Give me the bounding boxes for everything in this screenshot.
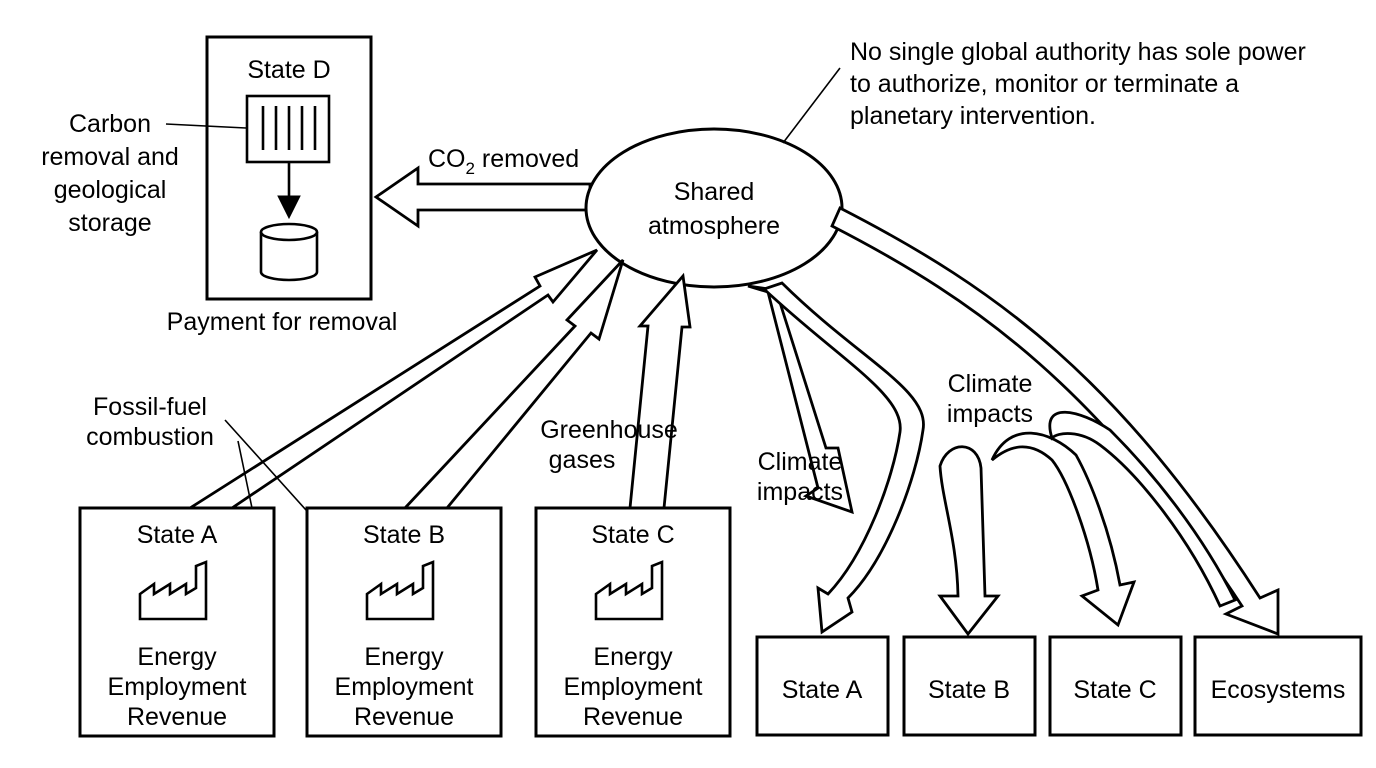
emitter-title: State A bbox=[137, 521, 218, 549]
emission-arrow-state-b bbox=[401, 259, 625, 510]
emitter-line: Revenue bbox=[583, 703, 683, 731]
climate-impacts-label-right: Climate impacts bbox=[947, 370, 1033, 428]
emission-arrow-state-a bbox=[185, 248, 599, 510]
greenhouse-gases-label: Greenhouse gases bbox=[540, 416, 678, 474]
impacts-right-line-2: impacts bbox=[947, 400, 1033, 428]
carbon-removal-label-line-2: removal and bbox=[41, 143, 179, 171]
carbon-removal-unit-icon bbox=[245, 94, 331, 164]
governance-leader-line bbox=[782, 67, 841, 144]
greenhouse-label-line-1: Greenhouse bbox=[540, 416, 678, 444]
fossil-fuel-label-line-1: Fossil-fuel bbox=[93, 393, 207, 421]
receiver-box-ecosystems: Ecosystems bbox=[1193, 635, 1363, 737]
receiver-label: State B bbox=[928, 676, 1010, 704]
receiver-label: Ecosystems bbox=[1211, 676, 1346, 704]
fossil-fuel-label-line-2: combustion bbox=[86, 423, 214, 451]
impact-arrow-ecosystems-loop bbox=[1048, 410, 1237, 608]
storage-cylinder-icon bbox=[259, 222, 319, 282]
state-d-box: State D bbox=[205, 35, 373, 301]
governance-note: No single global authority has sole powe… bbox=[850, 38, 1306, 130]
impact-arrow-short bbox=[747, 284, 854, 515]
emitter-title: State C bbox=[591, 521, 674, 549]
atmosphere-label-line-1: Shared bbox=[674, 178, 755, 206]
down-arrow-icon bbox=[277, 162, 301, 220]
co2-removed-arrow bbox=[373, 165, 592, 229]
co2-removed-subscript: 2 bbox=[466, 159, 475, 178]
atmosphere-label-line-2: atmosphere bbox=[648, 212, 780, 240]
impact-arrow-state-a bbox=[761, 281, 925, 635]
emitter-line: Revenue bbox=[127, 703, 227, 731]
state-d-title: State D bbox=[247, 56, 330, 84]
receiver-box-state-c: State C bbox=[1048, 635, 1183, 737]
fossil-fuel-label: Fossil-fuel combustion bbox=[86, 393, 214, 451]
carbon-removal-label-line-4: storage bbox=[68, 209, 151, 237]
receiver-box-state-a: State A bbox=[755, 635, 890, 737]
governance-note-line-3: planetary intervention. bbox=[850, 102, 1096, 130]
climate-impacts-label-left: Climate impacts bbox=[757, 448, 843, 506]
emission-arrow-state-c bbox=[628, 272, 692, 510]
emitter-line: Revenue bbox=[354, 703, 454, 731]
carbon-removal-label-line-3: geological bbox=[54, 176, 167, 204]
greenhouse-label-line-2: gases bbox=[549, 446, 616, 474]
co2-removed-prefix: CO bbox=[428, 145, 466, 173]
fossil-leader-to-state-a bbox=[237, 440, 253, 509]
governance-note-line-2: to authorize, monitor or terminate a bbox=[850, 70, 1239, 98]
emitter-line: Energy bbox=[364, 643, 444, 671]
impacts-right-line-1: Climate bbox=[948, 370, 1033, 398]
payment-caption: Payment for removal bbox=[167, 308, 398, 336]
emitter-box-state-c: State C Energy Employment Revenue bbox=[534, 506, 732, 738]
emitter-line: Energy bbox=[137, 643, 217, 671]
shared-atmosphere-ellipse bbox=[584, 127, 844, 289]
carbon-removal-leader-line bbox=[165, 123, 247, 129]
emitter-title: State B bbox=[363, 521, 445, 549]
factory-icon bbox=[365, 560, 435, 621]
emitter-line: Employment bbox=[108, 673, 247, 701]
co2-removed-label: CO2 removed bbox=[428, 145, 579, 178]
receiver-box-state-b: State B bbox=[902, 635, 1037, 737]
emitter-line: Employment bbox=[564, 673, 703, 701]
impacts-left-line-1: Climate bbox=[758, 448, 843, 476]
carbon-removal-label: Carbon removal and geological storage bbox=[41, 110, 179, 237]
receiver-label: State A bbox=[782, 676, 863, 704]
emitter-box-state-a: State A Energy Employment Revenue bbox=[78, 506, 276, 738]
carbon-removal-label-line-1: Carbon bbox=[69, 110, 151, 138]
co2-removed-suffix: removed bbox=[475, 145, 579, 173]
impacts-left-line-2: impacts bbox=[757, 478, 843, 506]
emitter-line: Employment bbox=[335, 673, 474, 701]
impact-arrow-state-c bbox=[990, 431, 1137, 628]
factory-icon bbox=[138, 560, 208, 621]
factory-icon bbox=[594, 560, 664, 621]
governance-note-line-1: No single global authority has sole powe… bbox=[850, 38, 1306, 66]
emitter-line: Energy bbox=[593, 643, 673, 671]
impact-arrow-state-b bbox=[937, 445, 1001, 637]
receiver-label: State C bbox=[1073, 676, 1156, 704]
emitter-box-state-b: State B Energy Employment Revenue bbox=[305, 506, 503, 738]
impact-arrow-ecosystems bbox=[830, 206, 1280, 637]
